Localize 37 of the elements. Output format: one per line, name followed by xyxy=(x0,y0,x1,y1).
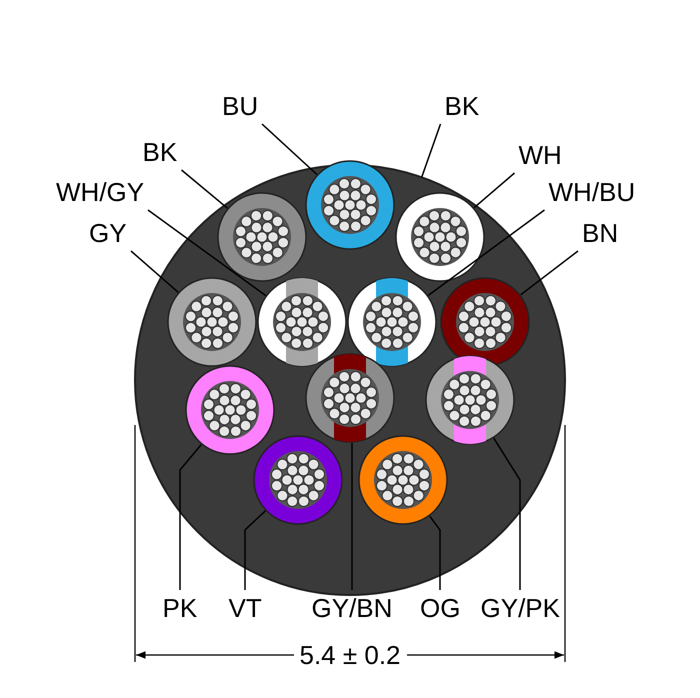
leader-line xyxy=(262,123,318,176)
wire-color-label: BK xyxy=(142,138,178,166)
wire-color-label: GY/BN xyxy=(312,594,392,622)
wire-core-drawing xyxy=(305,160,395,250)
wire-core-drawing xyxy=(358,435,448,525)
wire-core-drawing xyxy=(440,277,530,367)
leader-line xyxy=(421,124,442,178)
wire-color-label: GY xyxy=(89,219,127,247)
leader-line xyxy=(244,510,266,590)
wire-core-drawing xyxy=(217,192,307,282)
leader-line xyxy=(179,444,202,590)
wire-color-label: PK xyxy=(162,594,198,622)
wire-core-drawing xyxy=(253,435,343,525)
wire-color-label: GY/PK xyxy=(480,594,560,622)
leader-line xyxy=(493,438,521,590)
wire-color-label: OG xyxy=(420,594,460,622)
leader-line xyxy=(520,250,578,296)
wire-color-label: BU xyxy=(222,92,258,120)
wire-color-label: WH xyxy=(518,141,562,169)
leader-line xyxy=(428,209,545,296)
wire-core-drawing xyxy=(395,192,485,282)
leader-line xyxy=(148,209,266,296)
wire-core-drawing xyxy=(347,277,437,367)
wire-core-drawing xyxy=(167,277,257,367)
wire-core-drawing xyxy=(257,277,347,367)
leader-line xyxy=(351,443,353,590)
wire-core-drawing xyxy=(185,365,275,455)
wire-color-label: BK xyxy=(444,92,480,120)
leader-line xyxy=(130,250,179,293)
wire-color-label: BN xyxy=(582,219,618,247)
wire-core-drawing xyxy=(305,353,395,443)
wire-color-label: VT xyxy=(228,594,262,622)
wire-core-drawing xyxy=(425,355,515,445)
leader-line xyxy=(181,169,228,209)
leader-line xyxy=(474,172,515,208)
wire-color-label: WH/GY xyxy=(56,178,144,206)
wire-color-label: WH/BU xyxy=(548,178,636,206)
